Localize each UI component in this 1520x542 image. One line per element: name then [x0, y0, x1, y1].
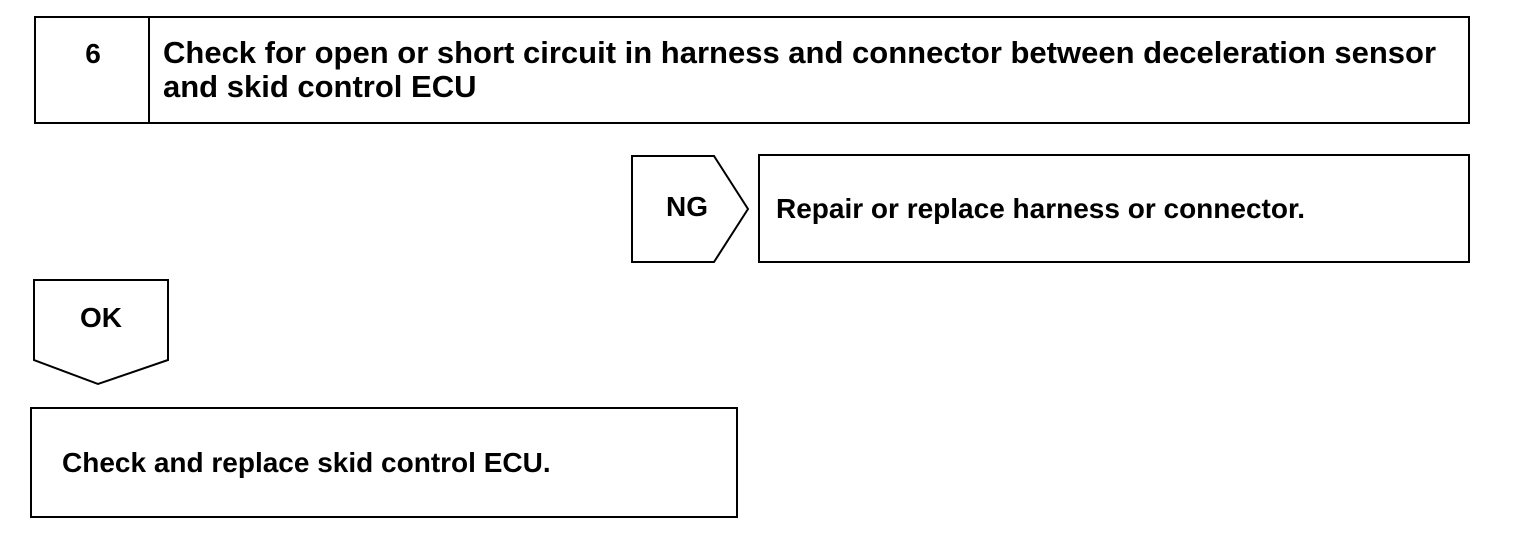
ng-arrow-shape — [631, 155, 750, 263]
ok-label: OK — [80, 302, 122, 333]
ok-result-text: Check and replace skid control ECU. — [62, 447, 551, 478]
step-number-cell: 6 — [36, 18, 150, 122]
ng-label: NG — [666, 191, 708, 222]
step-header-box: 6 Check for open or short circuit in har… — [34, 16, 1470, 124]
step-title: Check for open or short circuit in harne… — [163, 35, 1437, 104]
ng-result-box: Repair or replace harness or connector. — [758, 154, 1470, 263]
step-number: 6 — [85, 38, 101, 69]
ok-arrow-shape — [33, 279, 169, 386]
ok-result-box: Check and replace skid control ECU. — [30, 407, 738, 518]
ng-result-text: Repair or replace harness or connector. — [776, 193, 1306, 224]
